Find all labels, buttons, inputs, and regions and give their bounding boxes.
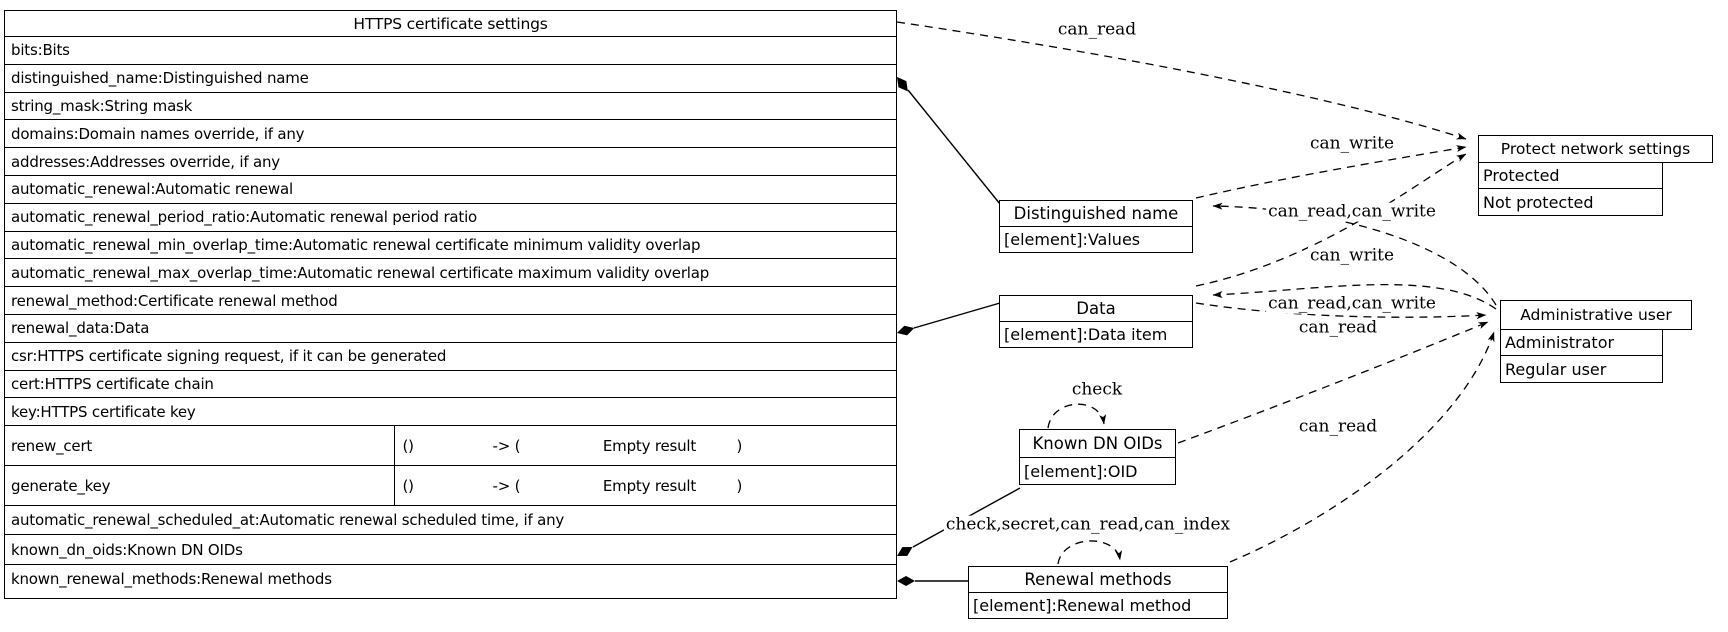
edge-table-to-protect xyxy=(896,21,1467,140)
enum-value-row: Administrator xyxy=(1501,330,1662,356)
https-certificate-settings-table: HTTPS certificate settings bits:Bits dis… xyxy=(4,10,897,599)
edge-table-to-data-composition xyxy=(913,302,1001,329)
function-args: () xyxy=(402,476,415,495)
table-row: automatic_renewal_scheduled_at:Automatic… xyxy=(5,506,896,536)
table-row: string_mask:String mask xyxy=(5,93,896,121)
node-administrative-user: Administrative user Administrator Regula… xyxy=(1500,300,1692,383)
edge-table-to-dn-composition xyxy=(907,89,1001,205)
table-row: automatic_renewal:Automatic renewal xyxy=(5,176,896,204)
edge-label-can-read: can_read xyxy=(1296,416,1380,437)
composition-diamond-data xyxy=(897,325,915,336)
node-data: Data [element]:Data item xyxy=(999,295,1193,348)
edge-admin-to-data xyxy=(1212,283,1497,310)
node-title: Distinguished name xyxy=(999,200,1193,227)
edge-dn-to-protect xyxy=(1195,145,1467,199)
function-arrow: -> ( xyxy=(492,436,521,455)
function-signature: () -> ( Empty result ) xyxy=(395,426,897,465)
node-title: Renewal methods xyxy=(968,566,1228,593)
edge-label-can-write: can_write xyxy=(1307,245,1397,266)
node-known-dn-oids: Known DN OIDs [element]:OID xyxy=(1019,429,1176,485)
table-row-function: renew_cert () -> ( Empty result ) xyxy=(5,426,897,467)
table-row: automatic_renewal_max_overlap_time:Autom… xyxy=(5,259,896,288)
table-title: HTTPS certificate settings xyxy=(5,11,896,37)
edge-label-can-read: can_read xyxy=(1296,317,1380,338)
edge-label-can-read: can_read xyxy=(1055,19,1139,40)
enum-value-row: Protected xyxy=(1479,163,1662,189)
table-row: bits:Bits xyxy=(5,37,896,65)
edge-label-check: check xyxy=(1069,379,1125,400)
enum-value-row: Regular user xyxy=(1505,359,1607,379)
table-row: cert:HTTPS certificate chain xyxy=(5,371,896,399)
edge-data-to-admin xyxy=(1195,302,1487,320)
node-element-row: [element]:OID xyxy=(1024,461,1138,481)
function-result: Empty result xyxy=(602,436,697,455)
table-row: renewal_method:Certificate renewal metho… xyxy=(5,287,896,315)
function-args: () xyxy=(402,436,415,455)
node-element-row: [element]:Values xyxy=(1004,230,1141,249)
node-protect-network-settings: Protect network settings Protected Not p… xyxy=(1478,135,1713,216)
node-title: Known DN OIDs xyxy=(1019,429,1176,458)
table-row-function: generate_key () -> ( Empty result ) xyxy=(5,466,897,507)
edge-rm-to-admin xyxy=(1229,331,1495,563)
composition-diamond-rm xyxy=(897,576,915,586)
composition-diamond-kdo xyxy=(897,547,913,556)
function-name: renew_cert xyxy=(5,426,395,466)
edge-label-can-read-can-write: can_read,can_write xyxy=(1266,293,1438,314)
function-result: Empty result xyxy=(602,476,697,495)
table-row: csr:HTTPS certificate signing request, i… xyxy=(5,343,896,371)
edge-admin-to-dn xyxy=(1212,202,1497,306)
edge-label-can-write: can_write xyxy=(1307,133,1397,154)
node-title: Administrative user xyxy=(1500,300,1692,330)
function-name: generate_key xyxy=(5,466,395,506)
table-row: known_renewal_methods:Renewal methods xyxy=(11,570,332,589)
table-row: addresses:Addresses override, if any xyxy=(5,148,896,176)
function-signature: () -> ( Empty result ) xyxy=(395,466,897,505)
edge-label-check-secret-can-read-can-index: check,secret,can_read,can_index xyxy=(943,514,1233,535)
node-distinguished-name: Distinguished name [element]:Values xyxy=(999,200,1193,253)
table-row: automatic_renewal_period_ratio:Automatic… xyxy=(5,204,896,232)
node-renewal-methods: Renewal methods [element]:Renewal method xyxy=(968,566,1228,619)
composition-diamond-dn xyxy=(897,77,908,92)
edge-kdo-to-admin xyxy=(1177,321,1489,444)
node-title: Protect network settings xyxy=(1478,135,1713,163)
edge-rm-self-loop xyxy=(1057,540,1123,565)
enum-value-row: Not protected xyxy=(1483,192,1594,212)
edge-data-to-protect xyxy=(1195,153,1467,287)
node-title: Data xyxy=(999,295,1193,322)
table-row: known_dn_oids:Known DN OIDs xyxy=(5,535,896,565)
table-row: distinguished_name:Distinguished name xyxy=(5,65,896,93)
table-row: key:HTTPS certificate key xyxy=(5,398,896,427)
function-arrow: -> ( xyxy=(492,476,521,495)
function-close-paren: ) xyxy=(736,476,743,495)
table-row: renewal_data:Data xyxy=(5,315,896,343)
node-element-row: [element]:Data item xyxy=(1004,325,1168,344)
edge-label-can-read-can-write: can_read,can_write xyxy=(1266,201,1438,222)
function-close-paren: ) xyxy=(736,436,743,455)
table-row: automatic_renewal_min_overlap_time:Autom… xyxy=(5,232,896,260)
node-element-row: [element]:Renewal method xyxy=(973,596,1192,615)
table-row: domains:Domain names override, if any xyxy=(5,120,896,149)
edge-kdo-self-loop xyxy=(1047,403,1107,429)
